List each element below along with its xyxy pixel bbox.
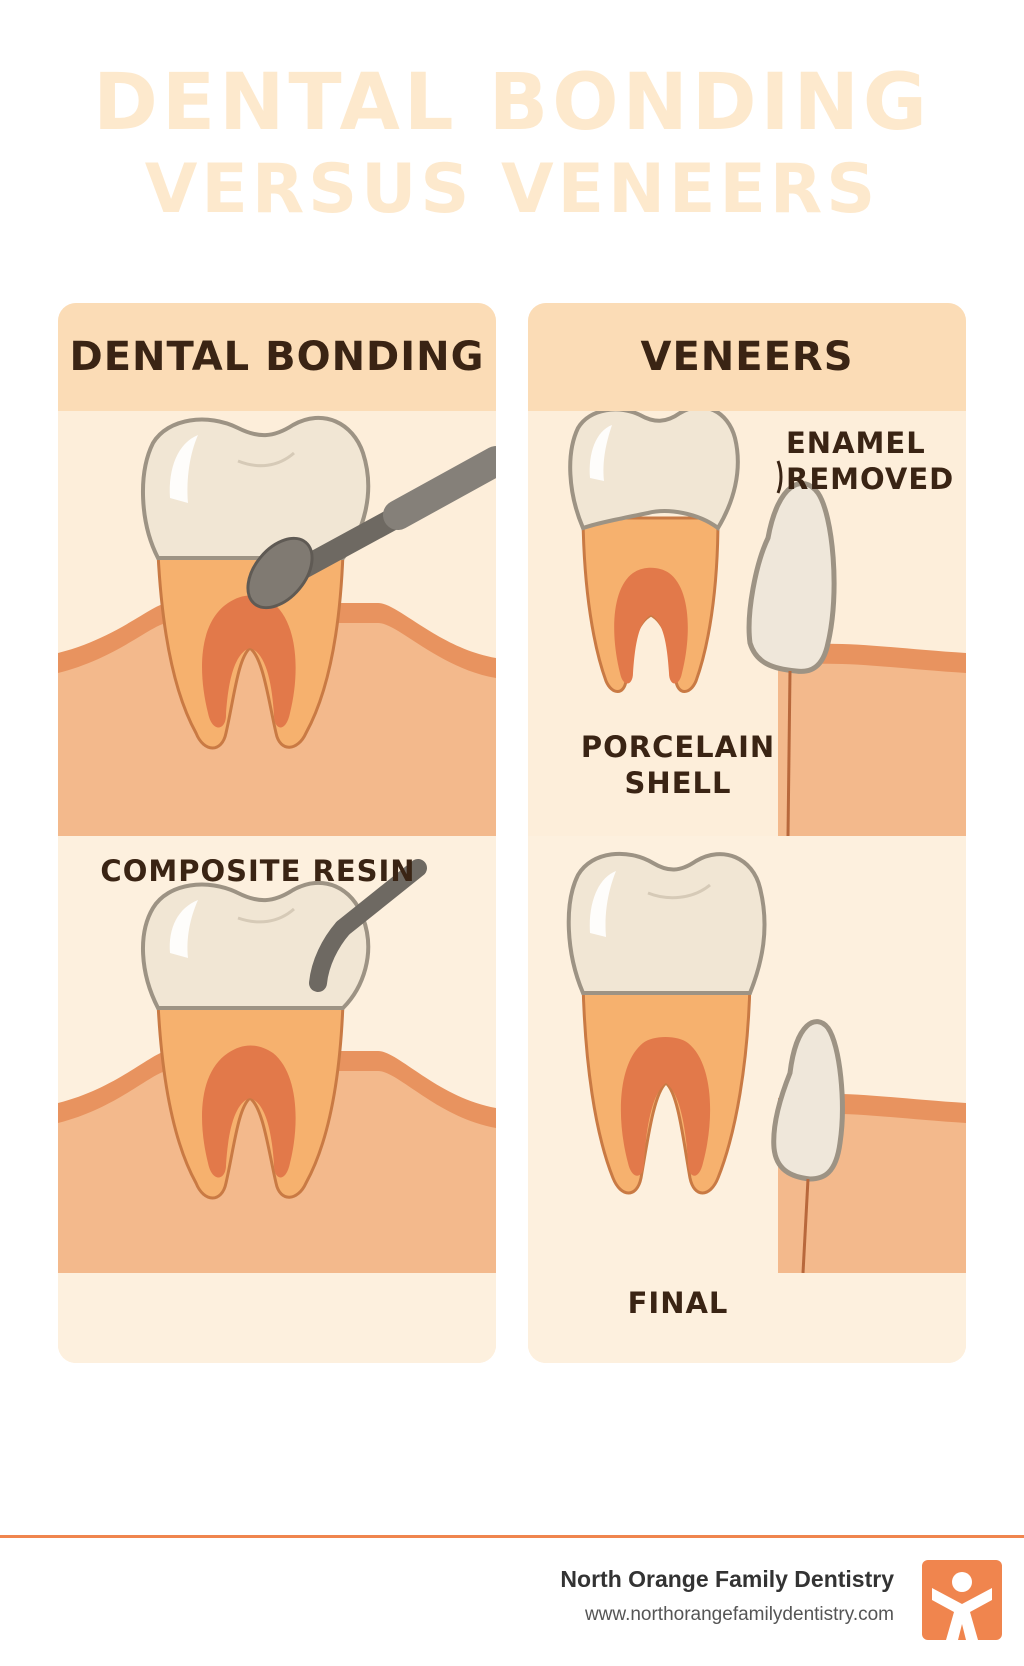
composite-resin-label: COMPOSITE RESIN	[100, 854, 416, 888]
veneers-illustration	[528, 405, 966, 1363]
bonding-panel: DENTAL BONDING COMPOSITE RESIN	[58, 303, 496, 1363]
porcelain-shell-label-line-2: SHELL	[624, 766, 732, 800]
veneers-panel: VENEERS ENAMEL REMOVED PORCELAIN SHELL F…	[528, 303, 966, 1363]
porcelain-shell	[746, 481, 837, 674]
prepared-tooth	[568, 405, 740, 693]
page-title-line-2: VERSUS VENEERS	[144, 150, 880, 229]
enamel-removed-label-line-1: ENAMEL	[786, 426, 926, 460]
brand-url: www.northorangefamilydentistry.com	[584, 1604, 894, 1625]
porcelain-shell-final	[771, 1019, 845, 1182]
page-title-line-1: DENTAL BONDING	[93, 58, 931, 148]
final-label: FINAL	[627, 1286, 729, 1320]
bonding-heading: DENTAL BONDING	[58, 303, 496, 411]
footer-divider	[0, 1535, 1024, 1538]
final-tooth	[566, 851, 767, 1195]
brand-name: North Orange Family Dentistry	[560, 1566, 894, 1592]
dental-instrument-icon	[309, 859, 427, 992]
veneers-heading: VENEERS	[528, 303, 966, 411]
person-icon	[922, 1560, 1002, 1640]
enamel-removed-label-line-2: REMOVED	[786, 462, 955, 496]
tooth-top-left	[141, 415, 371, 750]
porcelain-shell-label-line-1: PORCELAIN	[580, 730, 776, 764]
bonding-illustration	[58, 411, 496, 1363]
dental-instrument-icon	[246, 446, 496, 610]
